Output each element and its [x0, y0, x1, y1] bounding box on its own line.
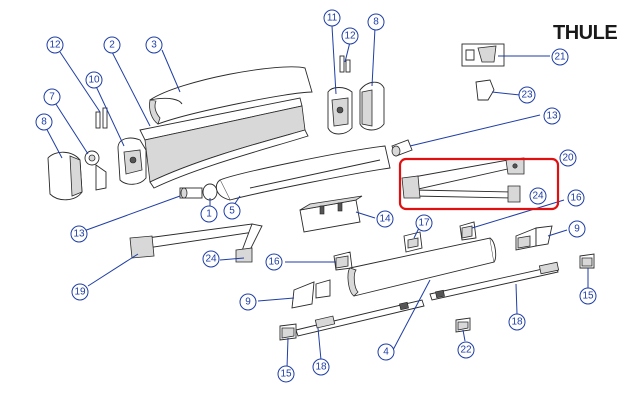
svg-text:22: 22 [460, 345, 472, 356]
callout-8[interactable]: 8 [35, 113, 53, 131]
callout-17[interactable]: 17 [415, 214, 433, 232]
svg-text:8: 8 [373, 17, 379, 28]
callout-21[interactable]: 21 [551, 48, 569, 66]
callouts-layer: 12 2 3 11 12 8 21 23 7 10 8 13 20 24 13 [35, 9, 597, 383]
drive-shaft-part [179, 183, 218, 201]
svg-text:4: 4 [383, 347, 389, 358]
callout-9[interactable]: 9 [568, 220, 586, 238]
drive-knob-top-part [391, 139, 413, 157]
mounting-bracket-part [299, 195, 363, 233]
svg-text:19: 19 [74, 287, 86, 298]
svg-text:12: 12 [344, 31, 356, 42]
parts-layer [47, 43, 595, 341]
small-plate-part [455, 317, 471, 333]
clamp-right-part [459, 221, 477, 241]
foot-left-part [279, 323, 297, 341]
svg-text:16: 16 [268, 257, 280, 268]
side-cover-right-part [359, 81, 385, 131]
screw-part-right [339, 55, 351, 73]
support-arm-highlighted-part [401, 157, 525, 203]
callout-12[interactable]: 12 [46, 36, 64, 54]
svg-text:18: 18 [511, 317, 523, 328]
svg-text:20: 20 [562, 153, 574, 164]
callout-2[interactable]: 2 [103, 36, 121, 54]
callout-18[interactable]: 18 [312, 358, 330, 376]
gear-part [84, 150, 107, 191]
callout-15[interactable]: 15 [579, 287, 597, 305]
lead-rail-part [347, 237, 497, 297]
svg-text:17: 17 [418, 218, 430, 229]
callout-22[interactable]: 22 [457, 341, 475, 359]
svg-text:13: 13 [73, 229, 85, 240]
svg-text:14: 14 [379, 214, 391, 225]
svg-text:7: 7 [49, 92, 55, 103]
telescopic-leg-right-part [429, 261, 560, 301]
svg-text:15: 15 [280, 369, 292, 380]
roller-tube-part [149, 66, 313, 125]
clip-part [475, 79, 495, 101]
leader-lines [43, 25, 589, 369]
callout-8[interactable]: 8 [367, 13, 385, 31]
callout-24[interactable]: 24 [529, 187, 547, 205]
svg-text:13: 13 [546, 111, 558, 122]
support-arm-left-part [129, 223, 263, 263]
svg-text:11: 11 [327, 13, 338, 24]
svg-text:24: 24 [205, 254, 217, 265]
highlight-box [398, 157, 560, 211]
foot-right-part [579, 253, 595, 269]
side-cover-left-part [47, 151, 83, 201]
callout-3[interactable]: 3 [145, 36, 163, 54]
svg-text:5: 5 [229, 206, 235, 217]
callout-15[interactable]: 15 [277, 365, 295, 383]
callout-13[interactable]: 13 [70, 225, 88, 243]
callout-1[interactable]: 1 [200, 205, 218, 223]
svg-text:3: 3 [151, 40, 157, 51]
callout-16[interactable]: 16 [567, 189, 585, 207]
svg-text:15: 15 [582, 291, 594, 302]
callout-12[interactable]: 12 [341, 27, 359, 45]
telescopic-leg-left-part [295, 299, 425, 337]
svg-text:10: 10 [88, 75, 100, 86]
svg-text:9: 9 [574, 224, 580, 235]
clamp-left-part [333, 251, 353, 271]
thule-logo: THULE [553, 22, 618, 44]
small-block-part [403, 231, 423, 253]
screw-part-left [95, 107, 108, 129]
svg-text:1: 1 [206, 209, 212, 220]
callout-16[interactable]: 16 [265, 253, 283, 271]
callout-10[interactable]: 10 [85, 71, 103, 89]
bracket-left-part [291, 279, 331, 309]
bracket-kit-part [461, 43, 505, 67]
svg-text:16: 16 [570, 193, 582, 204]
svg-text:18: 18 [315, 362, 327, 373]
end-cap-right-part [327, 87, 353, 135]
svg-text:12: 12 [49, 40, 61, 51]
fabric-canvas-part [215, 145, 391, 201]
svg-text:21: 21 [554, 52, 566, 63]
callout-20[interactable]: 20 [559, 149, 577, 167]
end-cap-left-part [117, 137, 147, 185]
bracket-right-part [515, 225, 553, 251]
callout-19[interactable]: 19 [71, 283, 89, 301]
callout-11[interactable]: 11 [323, 9, 341, 27]
callout-14[interactable]: 14 [376, 210, 394, 228]
callout-18[interactable]: 18 [508, 313, 526, 331]
svg-text:23: 23 [521, 90, 533, 101]
callout-5[interactable]: 5 [223, 202, 241, 220]
callout-23[interactable]: 23 [518, 86, 536, 104]
svg-text:9: 9 [245, 297, 251, 308]
svg-text:24: 24 [532, 191, 544, 202]
callout-13[interactable]: 13 [543, 107, 561, 125]
callout-9[interactable]: 9 [239, 293, 257, 311]
callout-4[interactable]: 4 [377, 343, 395, 361]
casing-part [139, 97, 309, 189]
callout-24[interactable]: 24 [202, 250, 220, 268]
svg-text:2: 2 [109, 40, 115, 51]
svg-text:8: 8 [41, 117, 47, 128]
callout-7[interactable]: 7 [43, 88, 61, 106]
